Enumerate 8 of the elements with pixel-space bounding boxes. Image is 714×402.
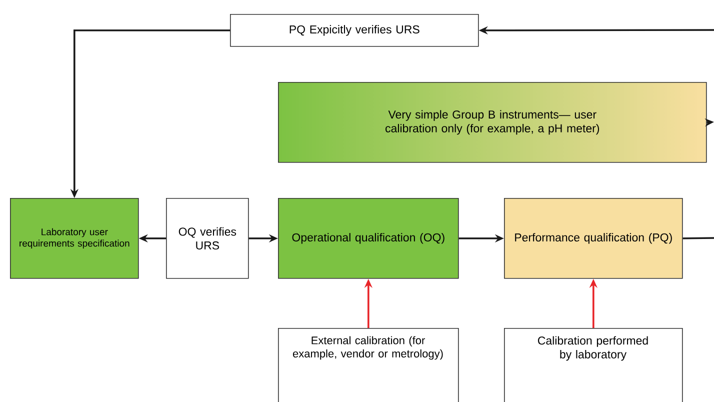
process-box: Performance qualification (PQ): [504, 198, 683, 279]
text-box: Calibration performed by laboratory: [504, 328, 683, 402]
process-box: Very simple Group B instruments— user calibration only (for example, a pH meter): [278, 82, 707, 163]
process-box: Operational qualification (OQ): [278, 198, 459, 279]
process-box: Laboratory user requirements specification: [10, 198, 139, 279]
text-box: PQ Expicitly verifies URS: [230, 14, 479, 47]
text-box: OQ verifies URS: [166, 198, 249, 279]
text-box: External calibration (for example, vendor or metrology): [278, 328, 459, 402]
